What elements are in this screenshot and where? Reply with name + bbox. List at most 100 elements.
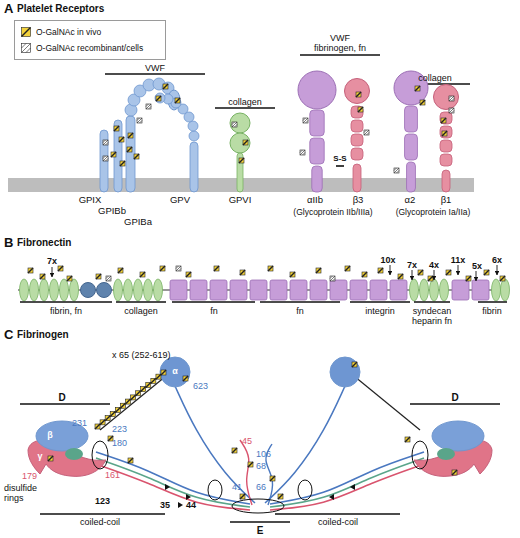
illustration-part (186, 272, 191, 277)
illustration-part (156, 374, 161, 379)
illustration-part (440, 112, 452, 124)
illustration-part (146, 104, 151, 109)
site-pointer (458, 265, 459, 275)
illustration-part (141, 387, 146, 392)
illustration-part (270, 476, 275, 481)
o-galnac-in-vivo-mark (345, 266, 350, 271)
illustration-part (127, 147, 132, 152)
binding-domain: collagen (124, 306, 158, 316)
illustration-part (160, 266, 165, 271)
illustration-part (65, 448, 83, 460)
illustration-part (48, 456, 53, 461)
o-galnac-recombinant-mark (103, 140, 108, 145)
site-count: 7x (47, 256, 57, 266)
type-iii-module (210, 280, 227, 300)
type-iii-module (250, 280, 267, 300)
o-galnac-in-vivo-mark (28, 268, 33, 273)
receptor-shape (298, 70, 336, 192)
illustration-part (67, 276, 72, 281)
illustration-part (418, 270, 423, 275)
illustration-part (105, 416, 110, 421)
illustration-part (120, 161, 125, 166)
illustration-part (362, 272, 367, 277)
o-galnac-in-vivo-mark (240, 270, 245, 275)
illustration-part (106, 276, 111, 281)
illustration-part (437, 448, 455, 460)
illustration-part (434, 85, 459, 110)
illustration-part (119, 137, 124, 142)
cleavage-site (165, 484, 170, 490)
bond-label: S-S (333, 154, 346, 164)
illustration-part (136, 391, 141, 396)
o-galnac-recombinant-mark (106, 276, 111, 281)
illustration-part (151, 378, 156, 383)
legend: O-GalNAc in vivoO-GalNAc recombinant/cel… (14, 20, 166, 60)
site-pointer (412, 270, 413, 280)
illustration-part (146, 382, 151, 387)
illustration-part (118, 268, 123, 273)
illustration-part (243, 140, 248, 145)
illustration-part (312, 166, 322, 192)
illustration-part (40, 274, 45, 279)
residue-number: 231 (72, 418, 87, 428)
cleavage-site (178, 502, 183, 508)
illustration-part (449, 108, 454, 113)
gamma-chain (96, 458, 250, 507)
illustration-part (484, 270, 489, 275)
disulfide-ring (92, 441, 108, 469)
illustration-part (161, 370, 166, 375)
type-i-module (154, 279, 163, 301)
domain-name: D (451, 392, 458, 403)
illustration-part (442, 170, 450, 192)
o-galnac-recombinant-mark (449, 108, 454, 113)
type-i-module (430, 279, 439, 301)
residue-number: 223 (112, 424, 127, 434)
illustration-part (103, 156, 108, 161)
type-iii-module (190, 280, 207, 300)
illustration-part (58, 266, 63, 271)
illustration-part (100, 130, 108, 192)
illustration-part (362, 272, 367, 277)
receptor-name: GPV (170, 195, 190, 205)
type-i-module (50, 279, 59, 301)
residue-number: 66 (256, 482, 266, 492)
o-galnac-in-vivo-mark (243, 140, 248, 145)
illustration-part (415, 86, 420, 91)
o-galnac-in-vivo-mark (290, 272, 295, 277)
site-count: 11x (451, 255, 466, 265)
binding-domain: fn (210, 306, 218, 316)
illustration-part (67, 276, 72, 281)
illustration-part (356, 92, 361, 97)
panel-letter: C (4, 327, 13, 342)
illustration-part (125, 399, 130, 404)
illustration-part (115, 407, 120, 412)
o-galnac-in-vivo-mark (96, 274, 101, 279)
illustration-part (351, 134, 363, 146)
o-galnac-in-vivo-mark (136, 391, 141, 396)
illustration-part (141, 387, 146, 392)
illustration-part (449, 96, 454, 101)
receptor-name: GPIBb (98, 206, 126, 216)
illustration-part (428, 276, 433, 281)
o-galnac-in-vivo-mark (134, 154, 139, 159)
illustration-part (100, 420, 105, 425)
illustration-part (103, 140, 108, 145)
o-galnac-in-vivo-mark (268, 266, 273, 271)
type-i-module (30, 279, 39, 301)
receptor-name: α2 (405, 195, 416, 205)
illustration-part (243, 140, 248, 145)
illustration-part (176, 266, 181, 271)
site-count: 5x (472, 261, 482, 271)
o-galnac-in-vivo-mark (105, 416, 110, 421)
o-galnac-in-vivo-mark (316, 268, 321, 273)
illustration-part (230, 133, 250, 153)
cleavage-site (329, 494, 334, 500)
o-galnac-in-vivo-mark (358, 107, 363, 112)
illustration-part (405, 437, 410, 442)
alpha-chain (265, 386, 345, 503)
illustration-part (248, 462, 253, 467)
site-count: 4x (429, 260, 439, 270)
alpha-chain (240, 440, 252, 505)
ligand-label: VWF (330, 33, 350, 43)
illustration-part (278, 494, 283, 499)
